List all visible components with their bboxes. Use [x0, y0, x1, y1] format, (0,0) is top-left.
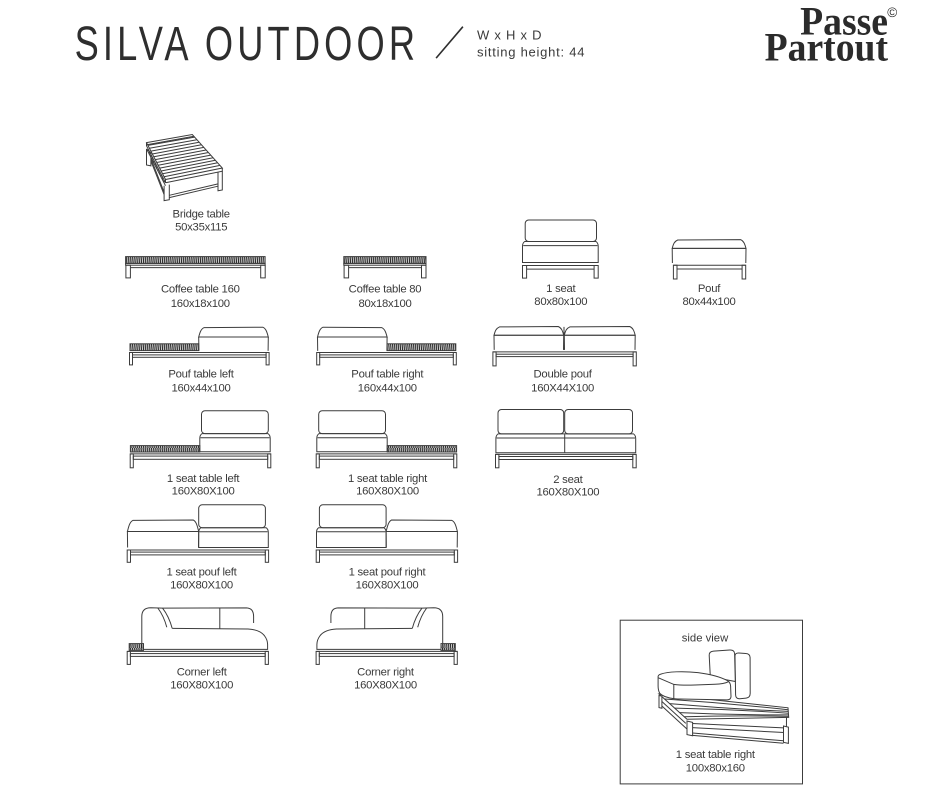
svg-text:160X80X100: 160X80X100 [536, 487, 599, 499]
svg-text:1 seat table right: 1 seat table right [348, 473, 428, 485]
svg-text:1 seat table left: 1 seat table left [167, 473, 240, 485]
svg-text:160X44X100: 160X44X100 [531, 383, 594, 395]
svg-text:Double pouf: Double pouf [534, 369, 593, 381]
svg-text:sitting height: 44: sitting height: 44 [477, 45, 585, 60]
svg-text:Passe: Passe [800, 0, 888, 44]
svg-text:80x44x100: 80x44x100 [682, 296, 735, 308]
svg-text:Pouf table right: Pouf table right [351, 369, 424, 381]
svg-text:80x80x100: 80x80x100 [534, 296, 587, 308]
svg-text:160X80X100: 160X80X100 [170, 680, 233, 692]
svg-text:100x80x160: 100x80x160 [686, 762, 745, 774]
svg-text:Bridge table: Bridge table [173, 209, 230, 221]
svg-text:160X80X100: 160X80X100 [354, 680, 417, 692]
svg-text:1 seat pouf left: 1 seat pouf left [166, 567, 237, 579]
svg-text:Corner left: Corner left [177, 667, 228, 679]
svg-text:Partout: Partout [765, 25, 888, 70]
svg-text:Corner right: Corner right [357, 667, 415, 679]
svg-text:1 seat: 1 seat [546, 283, 576, 295]
svg-text:160X80X100: 160X80X100 [356, 580, 419, 592]
svg-text:160x44x100: 160x44x100 [171, 383, 230, 395]
svg-text:©: © [887, 5, 897, 20]
svg-text:160X80X100: 160X80X100 [170, 580, 233, 592]
svg-text:2 seat: 2 seat [553, 474, 583, 486]
svg-text:80x18x100: 80x18x100 [358, 298, 411, 310]
svg-text:Pouf: Pouf [698, 283, 721, 295]
svg-text:160X80X100: 160X80X100 [356, 486, 419, 498]
svg-text:160X80X100: 160X80X100 [172, 486, 235, 498]
svg-text:W x H x D: W x H x D [477, 28, 542, 43]
svg-text:160x18x100: 160x18x100 [171, 298, 230, 310]
svg-text:160x44x100: 160x44x100 [358, 383, 417, 395]
svg-text:Pouf table left: Pouf table left [168, 369, 234, 381]
svg-text:side view: side view [682, 633, 729, 645]
svg-text:50x35x115: 50x35x115 [175, 221, 227, 233]
svg-text:Coffee table 160: Coffee table 160 [161, 283, 240, 295]
svg-text:1 seat pouf right: 1 seat pouf right [349, 567, 427, 579]
svg-text:SILVA OUTDOOR: SILVA OUTDOOR [75, 18, 420, 71]
svg-text:1 seat table right: 1 seat table right [676, 749, 756, 761]
svg-text:Coffee table 80: Coffee table 80 [349, 283, 422, 295]
